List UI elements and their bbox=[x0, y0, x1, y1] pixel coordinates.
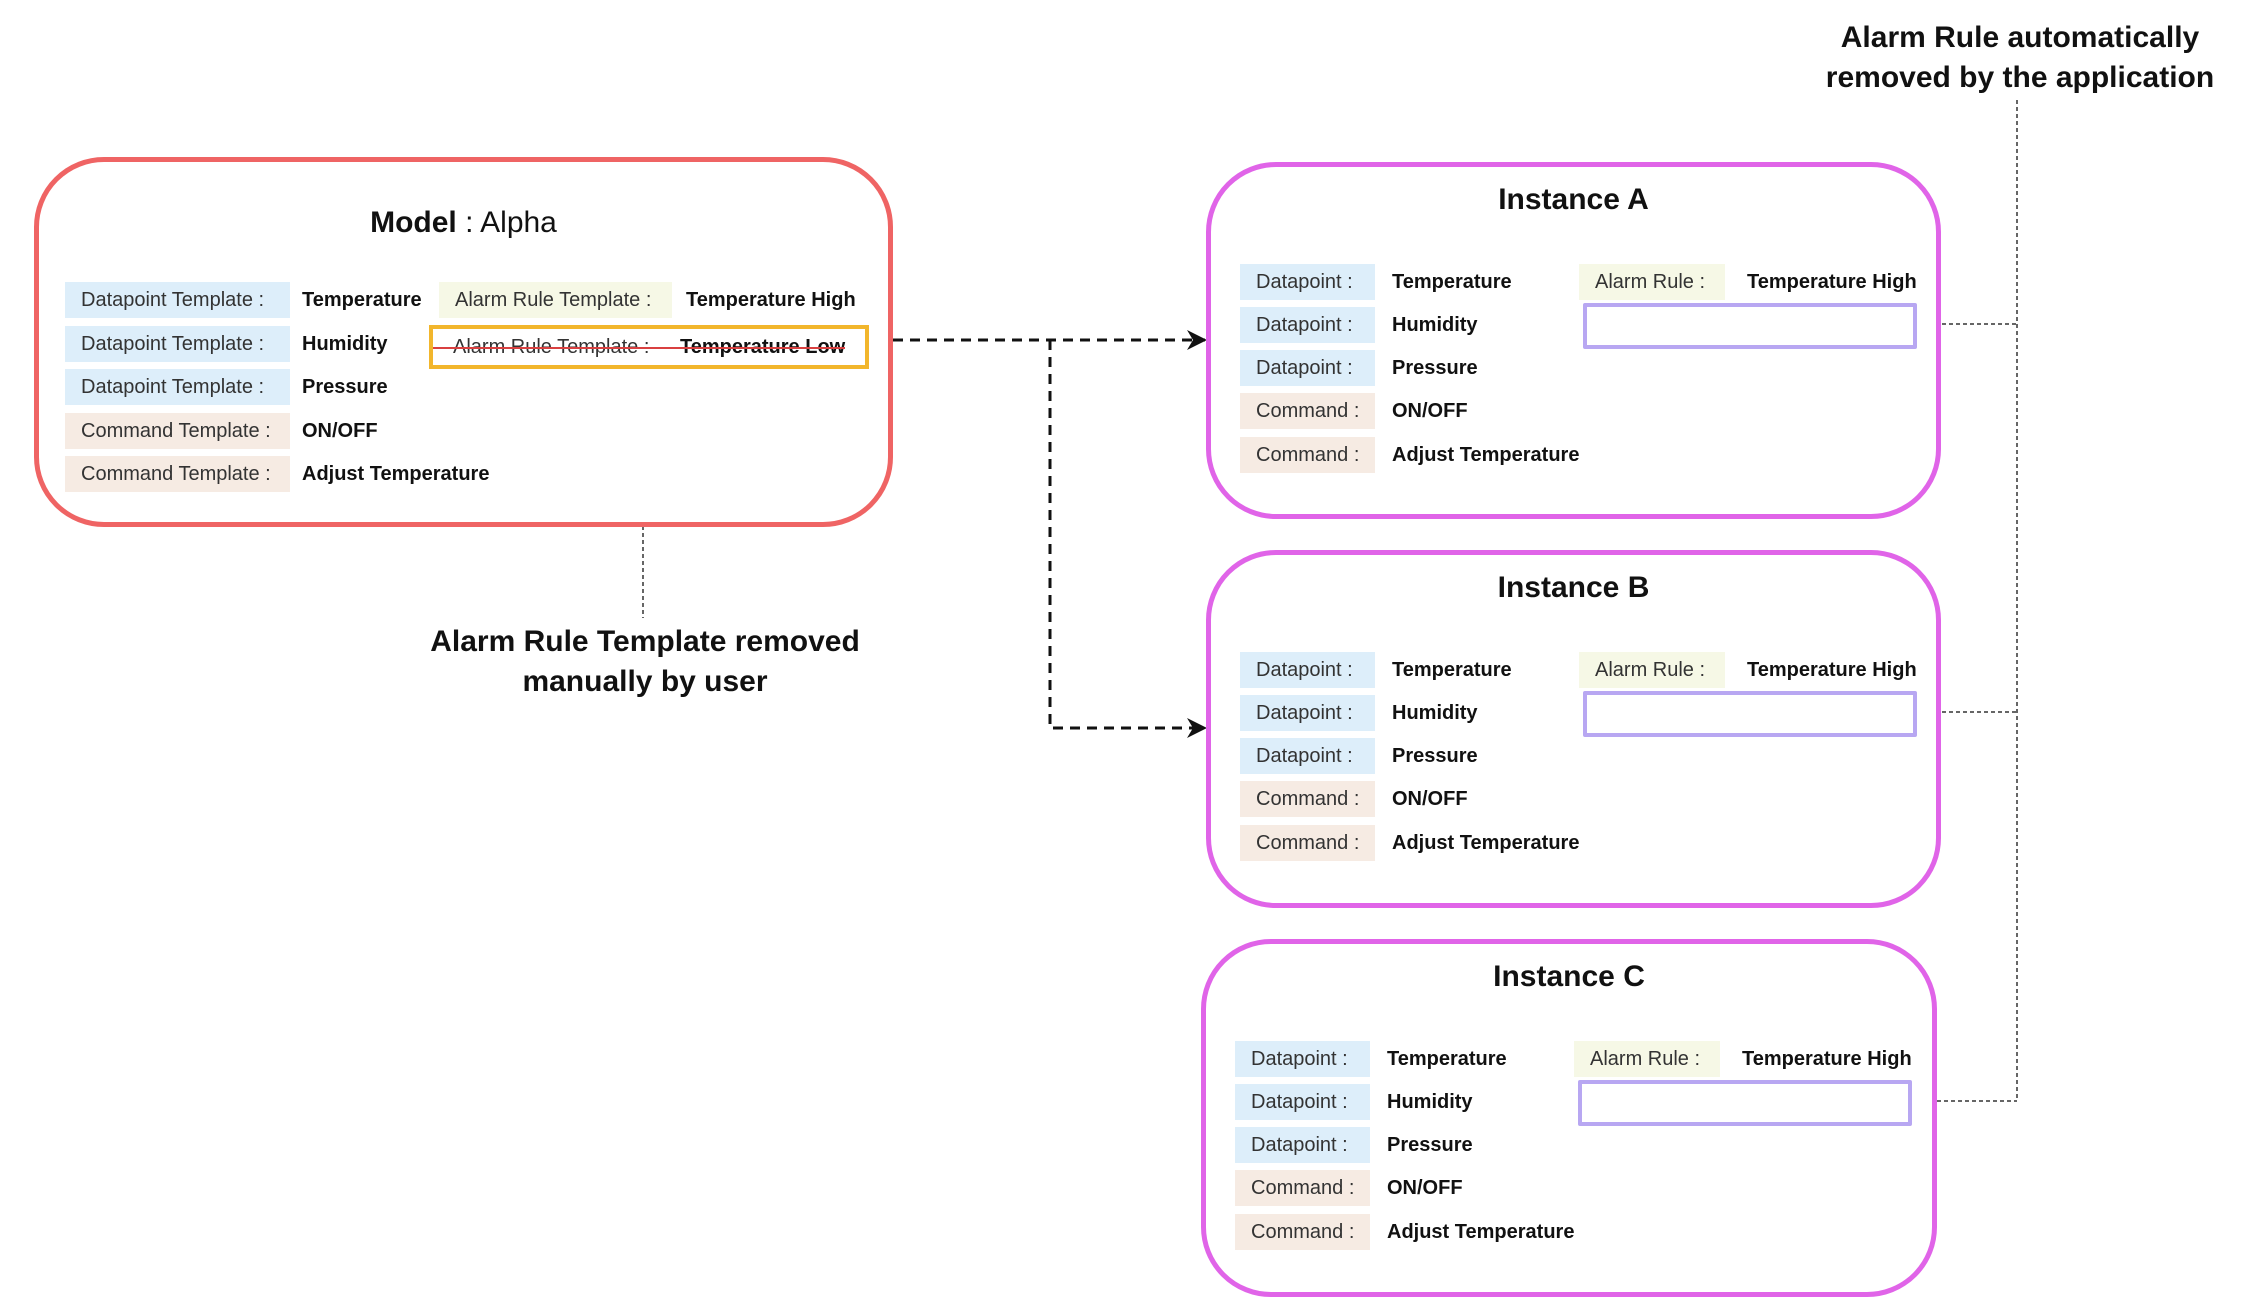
instance-box-b: Instance B Datapoint : Temperature Datap… bbox=[1206, 550, 1941, 908]
instance-alarm-row: Alarm Rule : Temperature High bbox=[1579, 264, 1917, 300]
command-template-value: ON/OFF bbox=[302, 419, 378, 442]
model-title-separator: : bbox=[456, 206, 481, 239]
command-value: ON/OFF bbox=[1392, 787, 1468, 810]
instance-box-a: Instance A Datapoint : Temperature Datap… bbox=[1206, 162, 1941, 519]
datapoint-value: Humidity bbox=[1392, 313, 1478, 336]
command-label: Command : bbox=[1235, 1214, 1370, 1250]
model-alarm-row: Alarm Rule Template : Temperature High bbox=[439, 282, 856, 318]
alarm-rule-template-label: Alarm Rule Template : bbox=[439, 282, 672, 318]
auto-removal-annotation: Alarm Rule automatically removed by the … bbox=[1800, 18, 2240, 98]
removed-alarm-rule-placeholder bbox=[1583, 691, 1917, 737]
removed-alarm-rule-placeholder bbox=[1578, 1080, 1912, 1126]
command-label: Command : bbox=[1240, 437, 1375, 473]
datapoint-label: Datapoint : bbox=[1240, 264, 1375, 300]
annotation-line: removed by the application bbox=[1825, 60, 2215, 94]
instance-datapoint-row: Datapoint : Temperature bbox=[1240, 652, 1512, 688]
instance-datapoint-row: Datapoint : Pressure bbox=[1240, 738, 1478, 774]
annotation-line: Alarm Rule Template removed bbox=[430, 625, 860, 658]
removed-alarm-rule-placeholder bbox=[1583, 303, 1917, 349]
datapoint-label: Datapoint : bbox=[1240, 307, 1375, 343]
datapoint-template-label: Datapoint Template : bbox=[65, 326, 290, 362]
datapoint-value: Humidity bbox=[1387, 1090, 1473, 1113]
instance-datapoint-row: Datapoint : Humidity bbox=[1240, 695, 1478, 731]
datapoint-template-value: Humidity bbox=[302, 332, 388, 355]
strikethrough-line bbox=[433, 347, 846, 349]
datapoint-value: Pressure bbox=[1392, 744, 1478, 767]
instance-command-row: Command : ON/OFF bbox=[1240, 393, 1468, 429]
datapoint-value: Temperature bbox=[1392, 270, 1512, 293]
alarm-rule-value: Temperature High bbox=[1742, 1047, 1912, 1070]
model-command-row: Command Template : Adjust Temperature bbox=[65, 456, 489, 492]
model-title-prefix: Model bbox=[370, 206, 457, 239]
datapoint-label: Datapoint : bbox=[1235, 1084, 1370, 1120]
datapoint-label: Datapoint : bbox=[1235, 1041, 1370, 1077]
alarm-rule-label: Alarm Rule : bbox=[1574, 1041, 1720, 1077]
model-datapoint-row: Datapoint Template : Pressure bbox=[65, 369, 388, 405]
instance-box-c: Instance C Datapoint : Temperature Datap… bbox=[1201, 939, 1937, 1297]
datapoint-value: Temperature bbox=[1387, 1047, 1507, 1070]
instance-title: Instance A bbox=[1498, 183, 1649, 216]
datapoint-value: Pressure bbox=[1387, 1133, 1473, 1156]
alarm-rule-value: Temperature High bbox=[1747, 270, 1917, 293]
command-template-label: Command Template : bbox=[65, 456, 290, 492]
command-value: Adjust Temperature bbox=[1387, 1220, 1575, 1243]
datapoint-value: Humidity bbox=[1392, 701, 1478, 724]
alarm-rule-template-value: Temperature High bbox=[686, 288, 856, 311]
instance-datapoint-row: Datapoint : Pressure bbox=[1235, 1127, 1473, 1163]
datapoint-template-label: Datapoint Template : bbox=[65, 282, 290, 318]
manual-removal-annotation: Alarm Rule Template removed manually by … bbox=[400, 622, 890, 702]
instance-title: Instance C bbox=[1493, 960, 1645, 993]
datapoint-template-label: Datapoint Template : bbox=[65, 369, 290, 405]
command-template-value: Adjust Temperature bbox=[302, 462, 490, 485]
instance-command-row: Command : ON/OFF bbox=[1240, 781, 1468, 817]
command-template-label: Command Template : bbox=[65, 413, 290, 449]
instance-command-row: Command : Adjust Temperature bbox=[1240, 825, 1579, 861]
datapoint-value: Pressure bbox=[1392, 356, 1478, 379]
removed-alarm-rule-row: Alarm Rule Template : Temperature Low bbox=[433, 329, 846, 365]
removed-alarm-rule-template-value: Temperature Low bbox=[680, 335, 846, 358]
instance-datapoint-row: Datapoint : Temperature bbox=[1240, 264, 1512, 300]
annotation-line: Alarm Rule automatically bbox=[1840, 21, 2200, 54]
model-title: Model : Alpha bbox=[39, 206, 888, 240]
datapoint-label: Datapoint : bbox=[1240, 738, 1375, 774]
model-box: Model : Alpha Datapoint Template : Tempe… bbox=[34, 157, 893, 527]
command-value: ON/OFF bbox=[1387, 1176, 1463, 1199]
alarm-rule-label: Alarm Rule : bbox=[1579, 264, 1725, 300]
datapoint-label: Datapoint : bbox=[1240, 652, 1375, 688]
propagation-arrow-to-instance-b bbox=[1048, 340, 1207, 738]
instance-datapoint-row: Datapoint : Humidity bbox=[1240, 307, 1478, 343]
alarm-rule-value: Temperature High bbox=[1747, 658, 1917, 681]
command-label: Command : bbox=[1235, 1170, 1370, 1206]
datapoint-label: Datapoint : bbox=[1240, 695, 1375, 731]
instance-datapoint-row: Datapoint : Pressure bbox=[1240, 350, 1478, 386]
datapoint-template-value: Pressure bbox=[302, 375, 388, 398]
command-value: ON/OFF bbox=[1392, 399, 1468, 422]
instance-command-row: Command : Adjust Temperature bbox=[1235, 1214, 1574, 1250]
instance-datapoint-row: Datapoint : Humidity bbox=[1235, 1084, 1473, 1120]
command-value: Adjust Temperature bbox=[1392, 443, 1580, 466]
model-datapoint-row: Datapoint Template : Humidity bbox=[65, 326, 388, 362]
alarm-rule-label: Alarm Rule : bbox=[1579, 652, 1725, 688]
instance-command-row: Command : ON/OFF bbox=[1235, 1170, 1463, 1206]
command-label: Command : bbox=[1240, 781, 1375, 817]
command-label: Command : bbox=[1240, 825, 1375, 861]
model-command-row: Command Template : ON/OFF bbox=[65, 413, 378, 449]
instance-command-row: Command : Adjust Temperature bbox=[1240, 437, 1579, 473]
model-datapoint-row: Datapoint Template : Temperature bbox=[65, 282, 422, 318]
instance-alarm-row: Alarm Rule : Temperature High bbox=[1579, 652, 1917, 688]
datapoint-template-value: Temperature bbox=[302, 288, 422, 311]
model-title-value: Alpha bbox=[480, 206, 557, 239]
annotation-line: manually by user bbox=[522, 664, 768, 698]
datapoint-value: Temperature bbox=[1392, 658, 1512, 681]
instance-alarm-row: Alarm Rule : Temperature High bbox=[1574, 1041, 1912, 1077]
datapoint-label: Datapoint : bbox=[1240, 350, 1375, 386]
instance-title: Instance B bbox=[1497, 571, 1650, 604]
command-value: Adjust Temperature bbox=[1392, 831, 1580, 854]
datapoint-label: Datapoint : bbox=[1235, 1127, 1370, 1163]
removed-alarm-rule-template-highlight: Alarm Rule Template : Temperature Low bbox=[429, 325, 869, 369]
command-label: Command : bbox=[1240, 393, 1375, 429]
removed-alarm-rule-template-label: Alarm Rule Template : bbox=[453, 335, 650, 358]
instance-datapoint-row: Datapoint : Temperature bbox=[1235, 1041, 1507, 1077]
